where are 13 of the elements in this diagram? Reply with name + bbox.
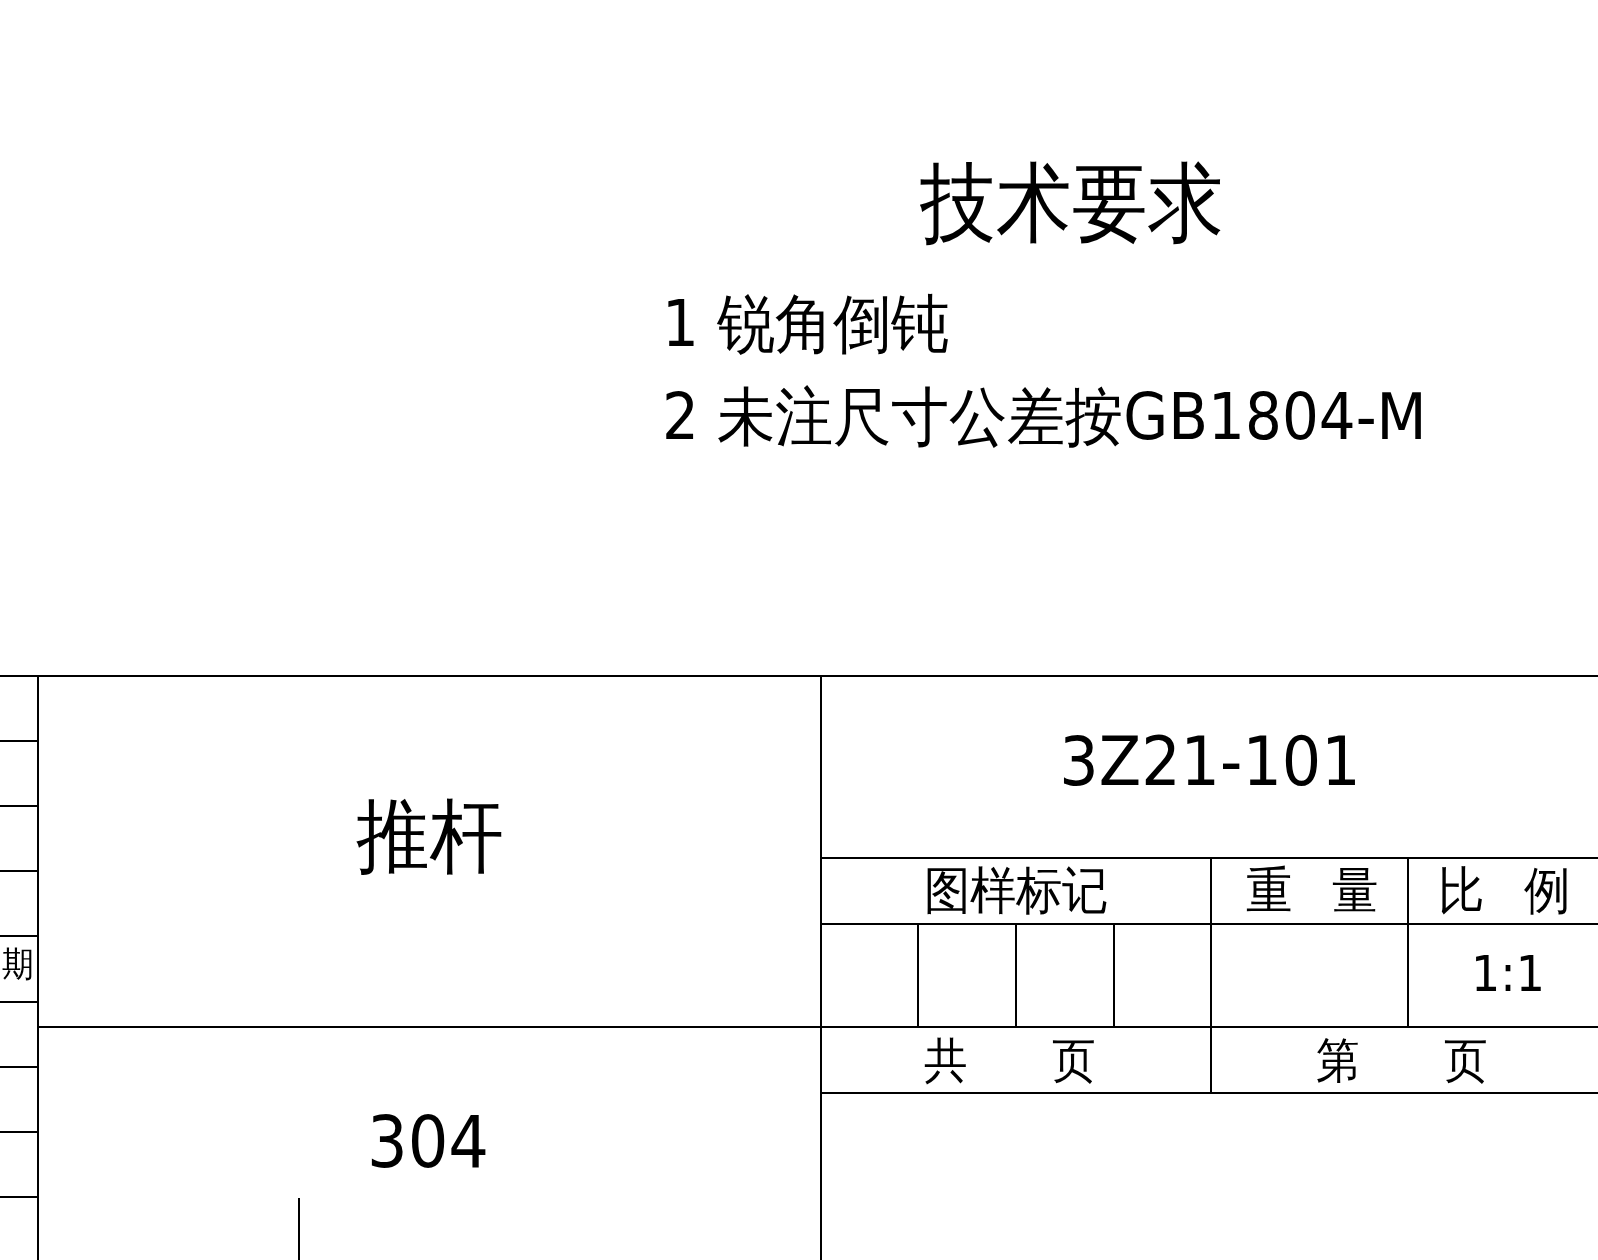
header-text: 重 量 (1245, 865, 1379, 916)
sheet-number-text: 第 页 (1316, 1036, 1488, 1085)
note-text: 2 未注尺寸公差按GB1804-M (662, 385, 1427, 449)
sheet-count-text: 共 页 (924, 1036, 1096, 1085)
drawing-number: 3Z21-101 (1059, 728, 1361, 797)
scale-value: 1:1 (1471, 948, 1545, 999)
part-name: 推杆 (356, 795, 504, 877)
header-text: 图样标记 (924, 865, 1108, 916)
note-text: 1 锐角倒钝 (662, 292, 950, 356)
header-text: 期 (2, 946, 34, 982)
material-text: 304 (366, 1108, 490, 1179)
heading: 技术要求 (920, 159, 1224, 247)
header-text: 比 例 (1437, 865, 1571, 916)
